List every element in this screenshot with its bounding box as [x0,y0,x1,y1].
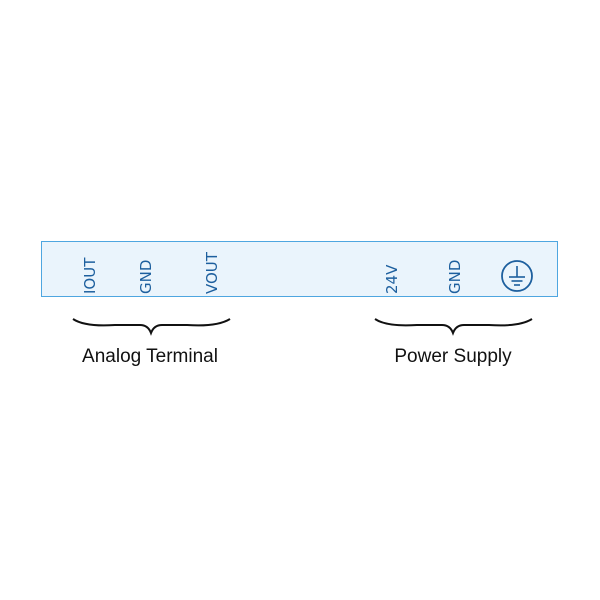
pin-vout: VOUT [203,252,221,294]
pin-gnd-power: GND [446,259,464,294]
power-brace-icon [374,318,533,336]
terminal-strip [41,241,558,297]
power-supply-label: Power Supply [394,346,512,367]
pin-gnd-analog: GND [137,259,155,294]
pin-iout: IOUT [81,257,99,294]
analog-terminal-label: Analog Terminal [82,346,218,367]
pin-24v: 24V [383,264,401,294]
protective-earth-icon [501,260,533,292]
analog-brace-icon [72,318,231,336]
